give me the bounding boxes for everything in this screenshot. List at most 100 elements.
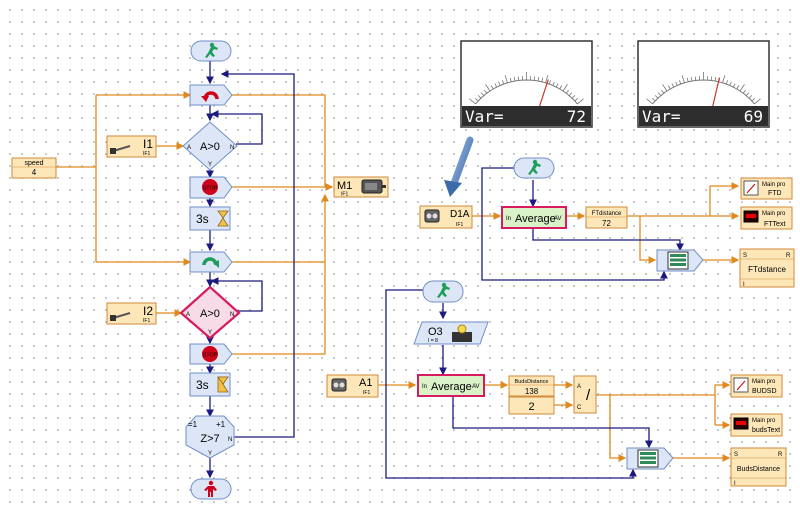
gauge-label: Var=	[465, 107, 504, 126]
stop-block-2[interactable]: STOP	[189, 343, 233, 365]
gauge-1: Var= 72	[460, 40, 593, 128]
gauge-tick	[657, 92, 662, 96]
ftlist-label: FTdstance	[748, 265, 786, 274]
divide-block[interactable]: A C /	[573, 375, 597, 414]
gauge-value: 72	[567, 107, 586, 126]
stop-icon	[202, 179, 218, 195]
gauge-tick	[667, 85, 671, 90]
gauge-tick	[690, 77, 693, 82]
m1-label: M1	[337, 180, 352, 192]
variable-ftdistance[interactable]: FTdistance 72	[585, 206, 628, 229]
output-budstext[interactable]: Main pro budsText	[730, 413, 783, 437]
stop-icon	[202, 346, 218, 362]
motor-right-block[interactable]	[189, 251, 233, 273]
gauge-tick	[739, 84, 745, 92]
gauge-tick	[675, 81, 678, 86]
start-block[interactable]	[190, 40, 232, 62]
gauge-tick	[533, 76, 536, 81]
start-block-bottom-right[interactable]	[422, 280, 464, 303]
gauge-tick	[541, 77, 544, 82]
ftd-title: Main pro	[762, 182, 786, 188]
input-d1a[interactable]: D1A IF1	[419, 205, 473, 229]
gauge-tick	[475, 98, 479, 102]
avg-top-label: Average	[515, 213, 556, 225]
wait-block-2[interactable]: 3s	[189, 372, 231, 397]
counter-init: =1	[188, 420, 198, 429]
buds-var-label: BudsDistance	[515, 379, 549, 385]
speed-variable[interactable]: speed 4	[11, 157, 57, 179]
output-ftd[interactable]: Main pro FTD	[740, 177, 793, 200]
list-ftdstance[interactable]: S R FTdstance I	[739, 248, 795, 288]
gauge-icon	[743, 180, 759, 196]
counter-cond: Z>7	[200, 433, 219, 445]
gauge-tick	[494, 83, 498, 88]
display-icon	[733, 417, 749, 430]
budsd-label: BUDSD	[752, 388, 777, 395]
end-block[interactable]	[190, 478, 232, 500]
gauge-tick	[725, 80, 728, 85]
div-a: A	[577, 384, 581, 390]
gauge-value: 69	[744, 107, 763, 126]
i1-sub: IF1	[143, 151, 150, 157]
constant-2[interactable]: 2	[508, 396, 555, 415]
ftlist-s: S	[743, 253, 747, 259]
cond2-n: N	[230, 312, 234, 318]
input-i2[interactable]: I2 IF1	[106, 302, 157, 325]
lamp-icon	[452, 324, 472, 342]
counter-inc: +1	[216, 420, 226, 429]
output-o3-block[interactable]: O3 I = 8	[413, 321, 489, 345]
list-append-block-top[interactable]	[656, 249, 704, 272]
list-append-block-bottom[interactable]	[626, 447, 674, 470]
condition-block-2[interactable]: A>0 N Y A	[179, 285, 241, 340]
gauge-tick	[565, 89, 569, 94]
running-man-icon	[528, 159, 541, 175]
hourglass-icon	[217, 376, 229, 393]
gauge-tick	[552, 81, 555, 86]
gauge-tick	[729, 81, 732, 86]
counter-loop-block[interactable]: =1 +1 Z>7 N Y	[185, 415, 235, 459]
average-block-top[interactable]: In Average AV	[501, 206, 567, 229]
wait-block-1[interactable]: 3s	[189, 206, 231, 231]
gauge-tick	[517, 76, 520, 81]
cond1-y: Y	[208, 162, 212, 168]
motor-left-block-1[interactable]	[189, 84, 233, 106]
gauge-tick	[671, 83, 675, 88]
switch-icon	[109, 312, 131, 321]
avg-bot-in: In	[422, 384, 427, 390]
budslist-s: S	[734, 452, 738, 458]
switch-icon	[109, 145, 131, 154]
i1-label: I1	[143, 137, 153, 151]
list-icon	[637, 449, 659, 468]
i2-label: I2	[143, 304, 153, 318]
gauge-tick	[686, 77, 689, 82]
gauge-tick	[548, 80, 551, 85]
list-budsdistance[interactable]: S R BudsDistance I	[730, 447, 787, 487]
avg-bot-label: Average	[431, 381, 472, 393]
distance-sensor-icon	[331, 378, 347, 392]
motor-m1[interactable]: M1 IF1	[333, 176, 389, 198]
start-block-top-right[interactable]	[513, 157, 555, 179]
input-a1[interactable]: A1 IF1	[326, 374, 379, 398]
stop-block-1[interactable]: STOP	[189, 176, 233, 199]
input-i1[interactable]: I1 IF1	[106, 135, 157, 158]
d1a-label: D1A	[450, 209, 470, 220]
condition-block-1[interactable]: A>0 N Y A	[182, 121, 238, 171]
gauge-tick	[745, 92, 750, 96]
gauge-tick	[555, 83, 559, 88]
variable-budsdistance[interactable]: BudsDistance 138	[508, 375, 555, 397]
ftlist-i: I	[743, 282, 745, 288]
gauge-tick	[732, 83, 736, 88]
avg-top-in: In	[506, 216, 511, 222]
gauge-tick	[736, 85, 740, 90]
budstext-title: Main pro	[752, 418, 776, 424]
hourglass-icon	[217, 210, 229, 227]
output-fttext[interactable]: Main pro FTText	[740, 206, 793, 230]
avg-bot-av: AV	[472, 384, 480, 390]
cond1-text: A>0	[200, 141, 220, 153]
list-icon	[667, 251, 689, 270]
buds-var-value: 138	[525, 387, 539, 396]
output-budsd[interactable]: Main pro BUDSD	[730, 374, 783, 398]
average-block-bottom[interactable]: In Average AV	[417, 374, 485, 397]
